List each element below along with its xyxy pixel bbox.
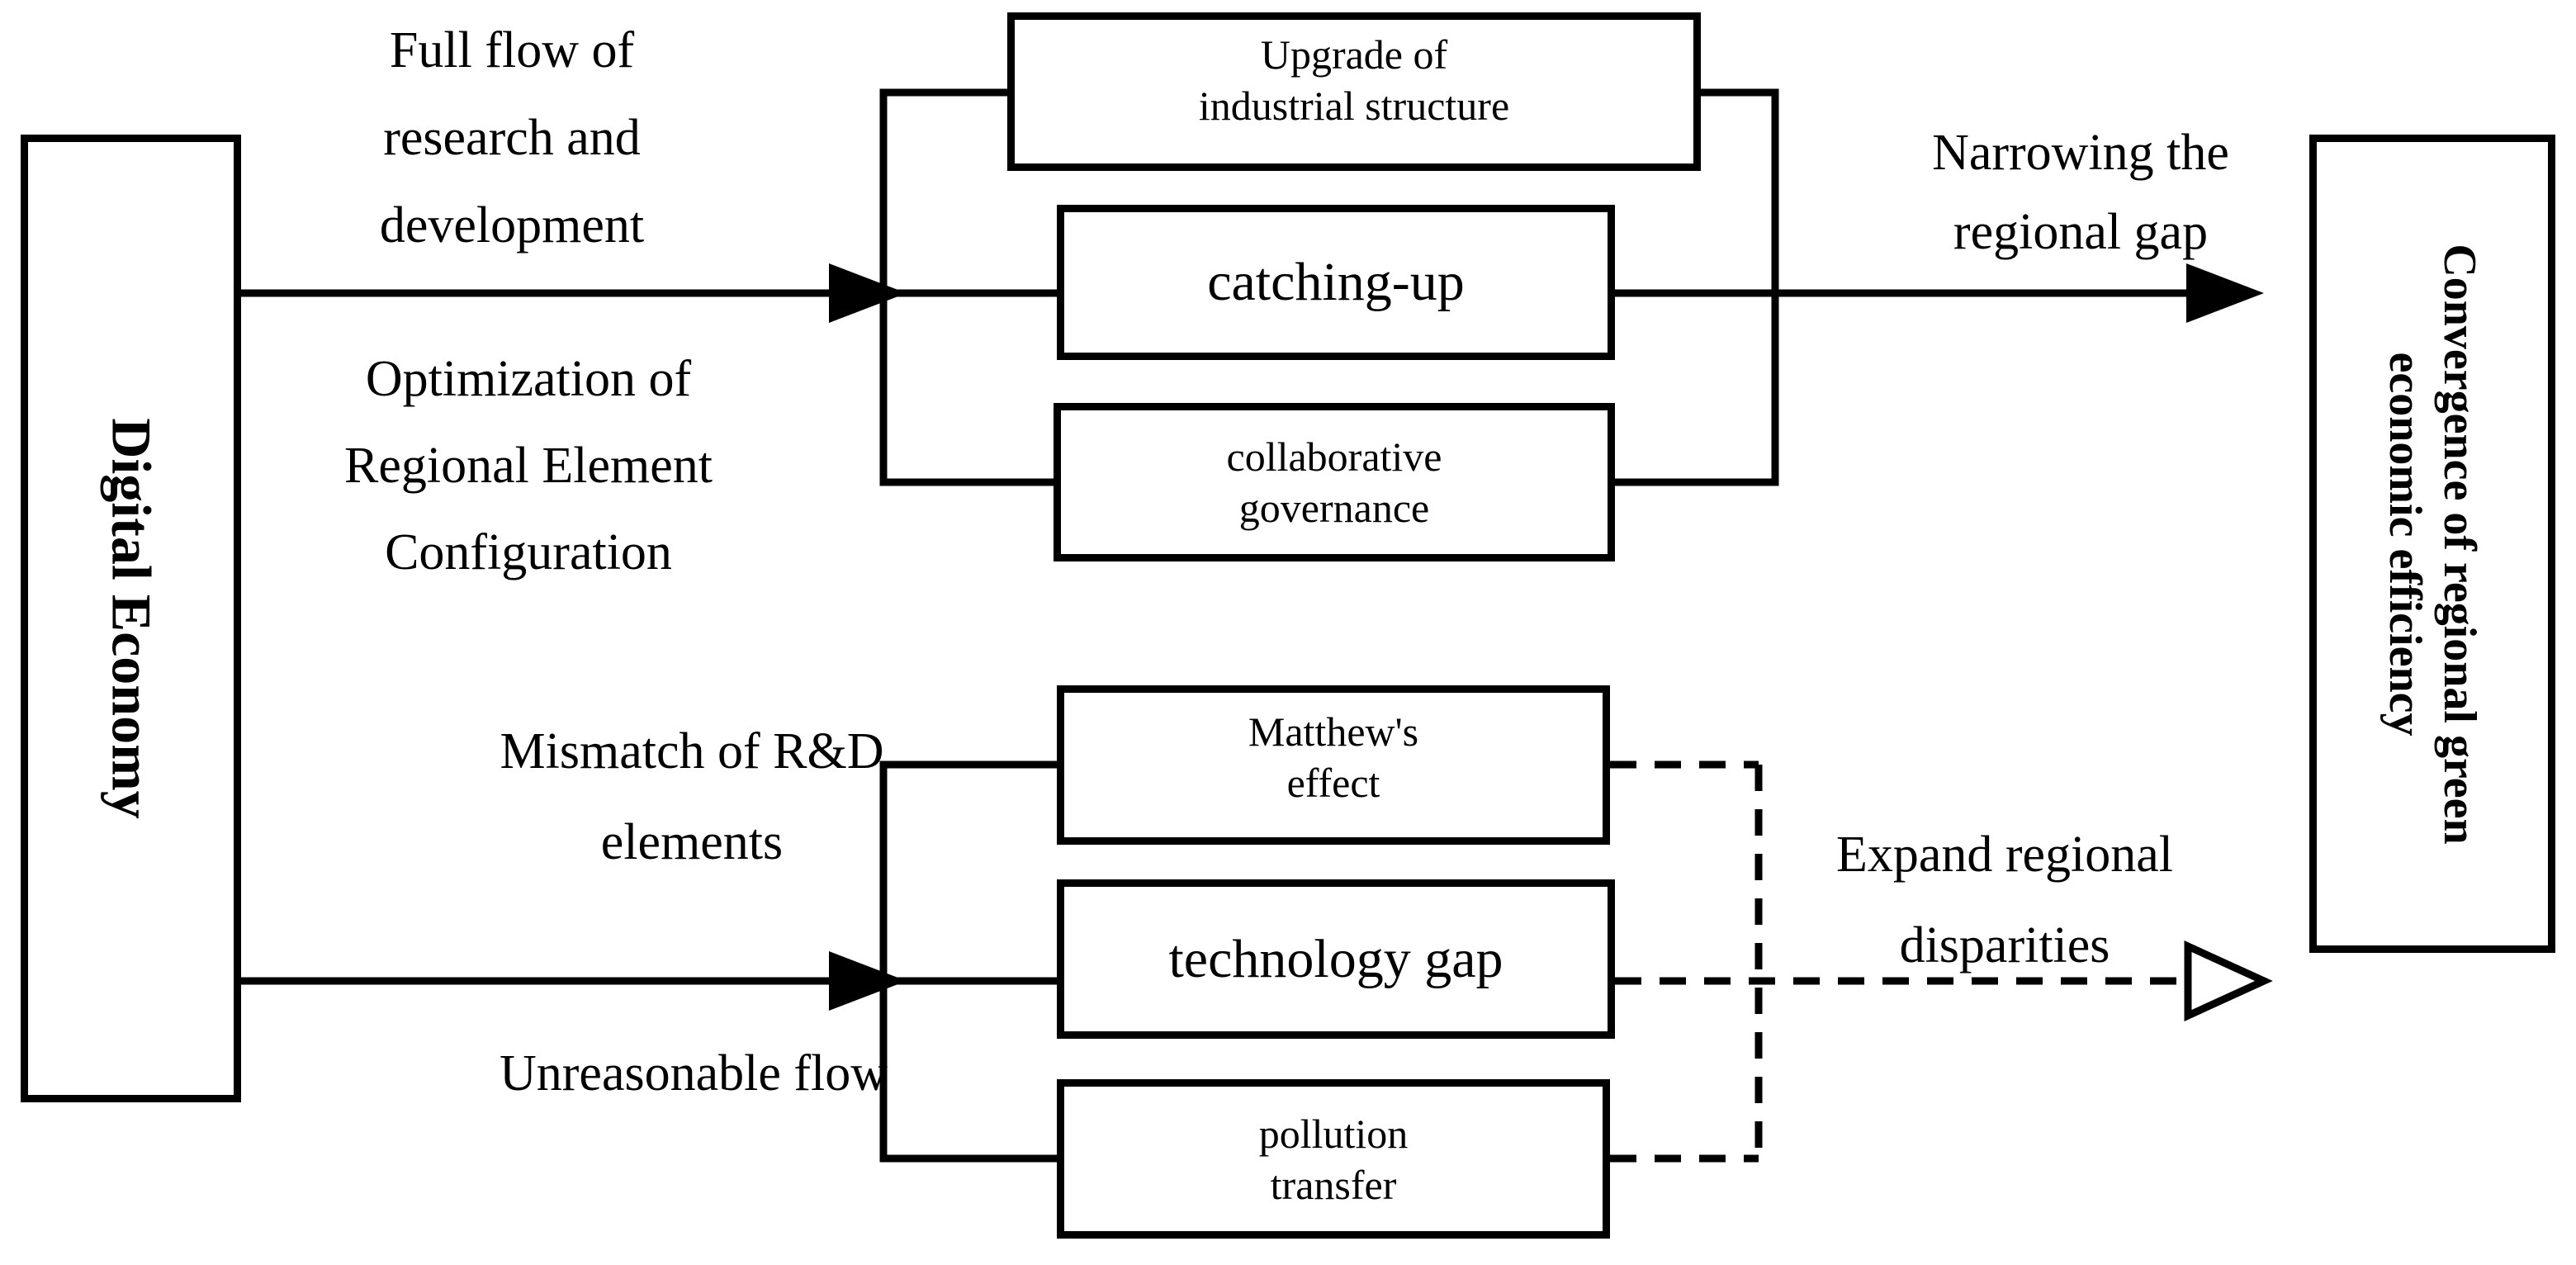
full-flow-line1: Full flow of xyxy=(389,22,635,78)
solid-arrowhead-top-right xyxy=(2186,263,2264,323)
catching-up-box: catching-up xyxy=(1057,205,1615,360)
upgrade-industrial-structure-box: Upgrade of industrial structure xyxy=(1007,12,1701,171)
upgrade-label-line2: industrial structure xyxy=(1198,83,1510,129)
mismatch-line1: Mismatch of R&D xyxy=(500,723,884,779)
expand-line1: Expand regional xyxy=(1835,827,2174,883)
full-flow-annotation: Full flow of research and development xyxy=(380,7,644,269)
optimization-line1: Optimization of xyxy=(365,351,692,407)
collaborative-label-line2: governance xyxy=(1238,485,1430,531)
solid-arrowhead-bottom-left xyxy=(829,951,907,1011)
narrowing-line2: regional gap xyxy=(1953,204,2209,260)
pollution-label-line1: pollution xyxy=(1258,1110,1409,1157)
matthews-label-line2: effect xyxy=(1286,759,1380,806)
convergence-label-line2: economic efficiency xyxy=(2379,352,2431,736)
matthews-effect-box: Matthew's effect xyxy=(1057,685,1610,845)
convergence-label-line1: Convergence of regional green xyxy=(2434,243,2485,845)
optimization-line2: Regional Element xyxy=(344,438,713,494)
hollow-arrowhead-bottom-right xyxy=(2184,940,2273,1022)
full-flow-line3: development xyxy=(379,197,645,253)
convergence-box: Convergence of regional green economic e… xyxy=(2309,135,2555,953)
convergence-label: Convergence of regional green economic e… xyxy=(2378,148,2487,940)
pollution-label-line2: transfer xyxy=(1270,1161,1397,1208)
unreasonable-flow-annotation: Unreasonable flow xyxy=(500,1030,888,1117)
full-flow-line2: research and xyxy=(383,110,641,166)
narrowing-gap-annotation: Narrowing the regional gap xyxy=(1932,113,2229,272)
pollution-transfer-box: pollution transfer xyxy=(1057,1079,1610,1239)
mismatch-line2: elements xyxy=(600,814,784,870)
expand-line2: disparities xyxy=(1899,917,2110,974)
technology-gap-label: technology gap xyxy=(1168,928,1503,989)
collaborative-label-line1: collaborative xyxy=(1226,434,1442,480)
mismatch-annotation: Mismatch of R&D elements xyxy=(500,706,884,888)
optimization-annotation: Optimization of Regional Element Configu… xyxy=(344,336,713,596)
solid-arrowhead-top-left xyxy=(829,263,907,323)
upgrade-label-line1: Upgrade of xyxy=(1260,31,1448,78)
digital-economy-box: Digital Economy xyxy=(21,135,241,1102)
optimization-line3: Configuration xyxy=(385,524,672,580)
unreasonable-line1: Unreasonable flow xyxy=(500,1045,888,1102)
expand-disparities-annotation: Expand regional disparities xyxy=(1836,809,2173,991)
collaborative-governance-box: collaborative governance xyxy=(1054,403,1615,561)
matthews-label-line1: Matthew's xyxy=(1248,708,1419,755)
digital-economy-label: Digital Economy xyxy=(100,418,163,819)
narrowing-line1: Narrowing the xyxy=(1932,125,2229,181)
technology-gap-box: technology gap xyxy=(1057,879,1615,1039)
catching-up-label: catching-up xyxy=(1207,252,1465,312)
